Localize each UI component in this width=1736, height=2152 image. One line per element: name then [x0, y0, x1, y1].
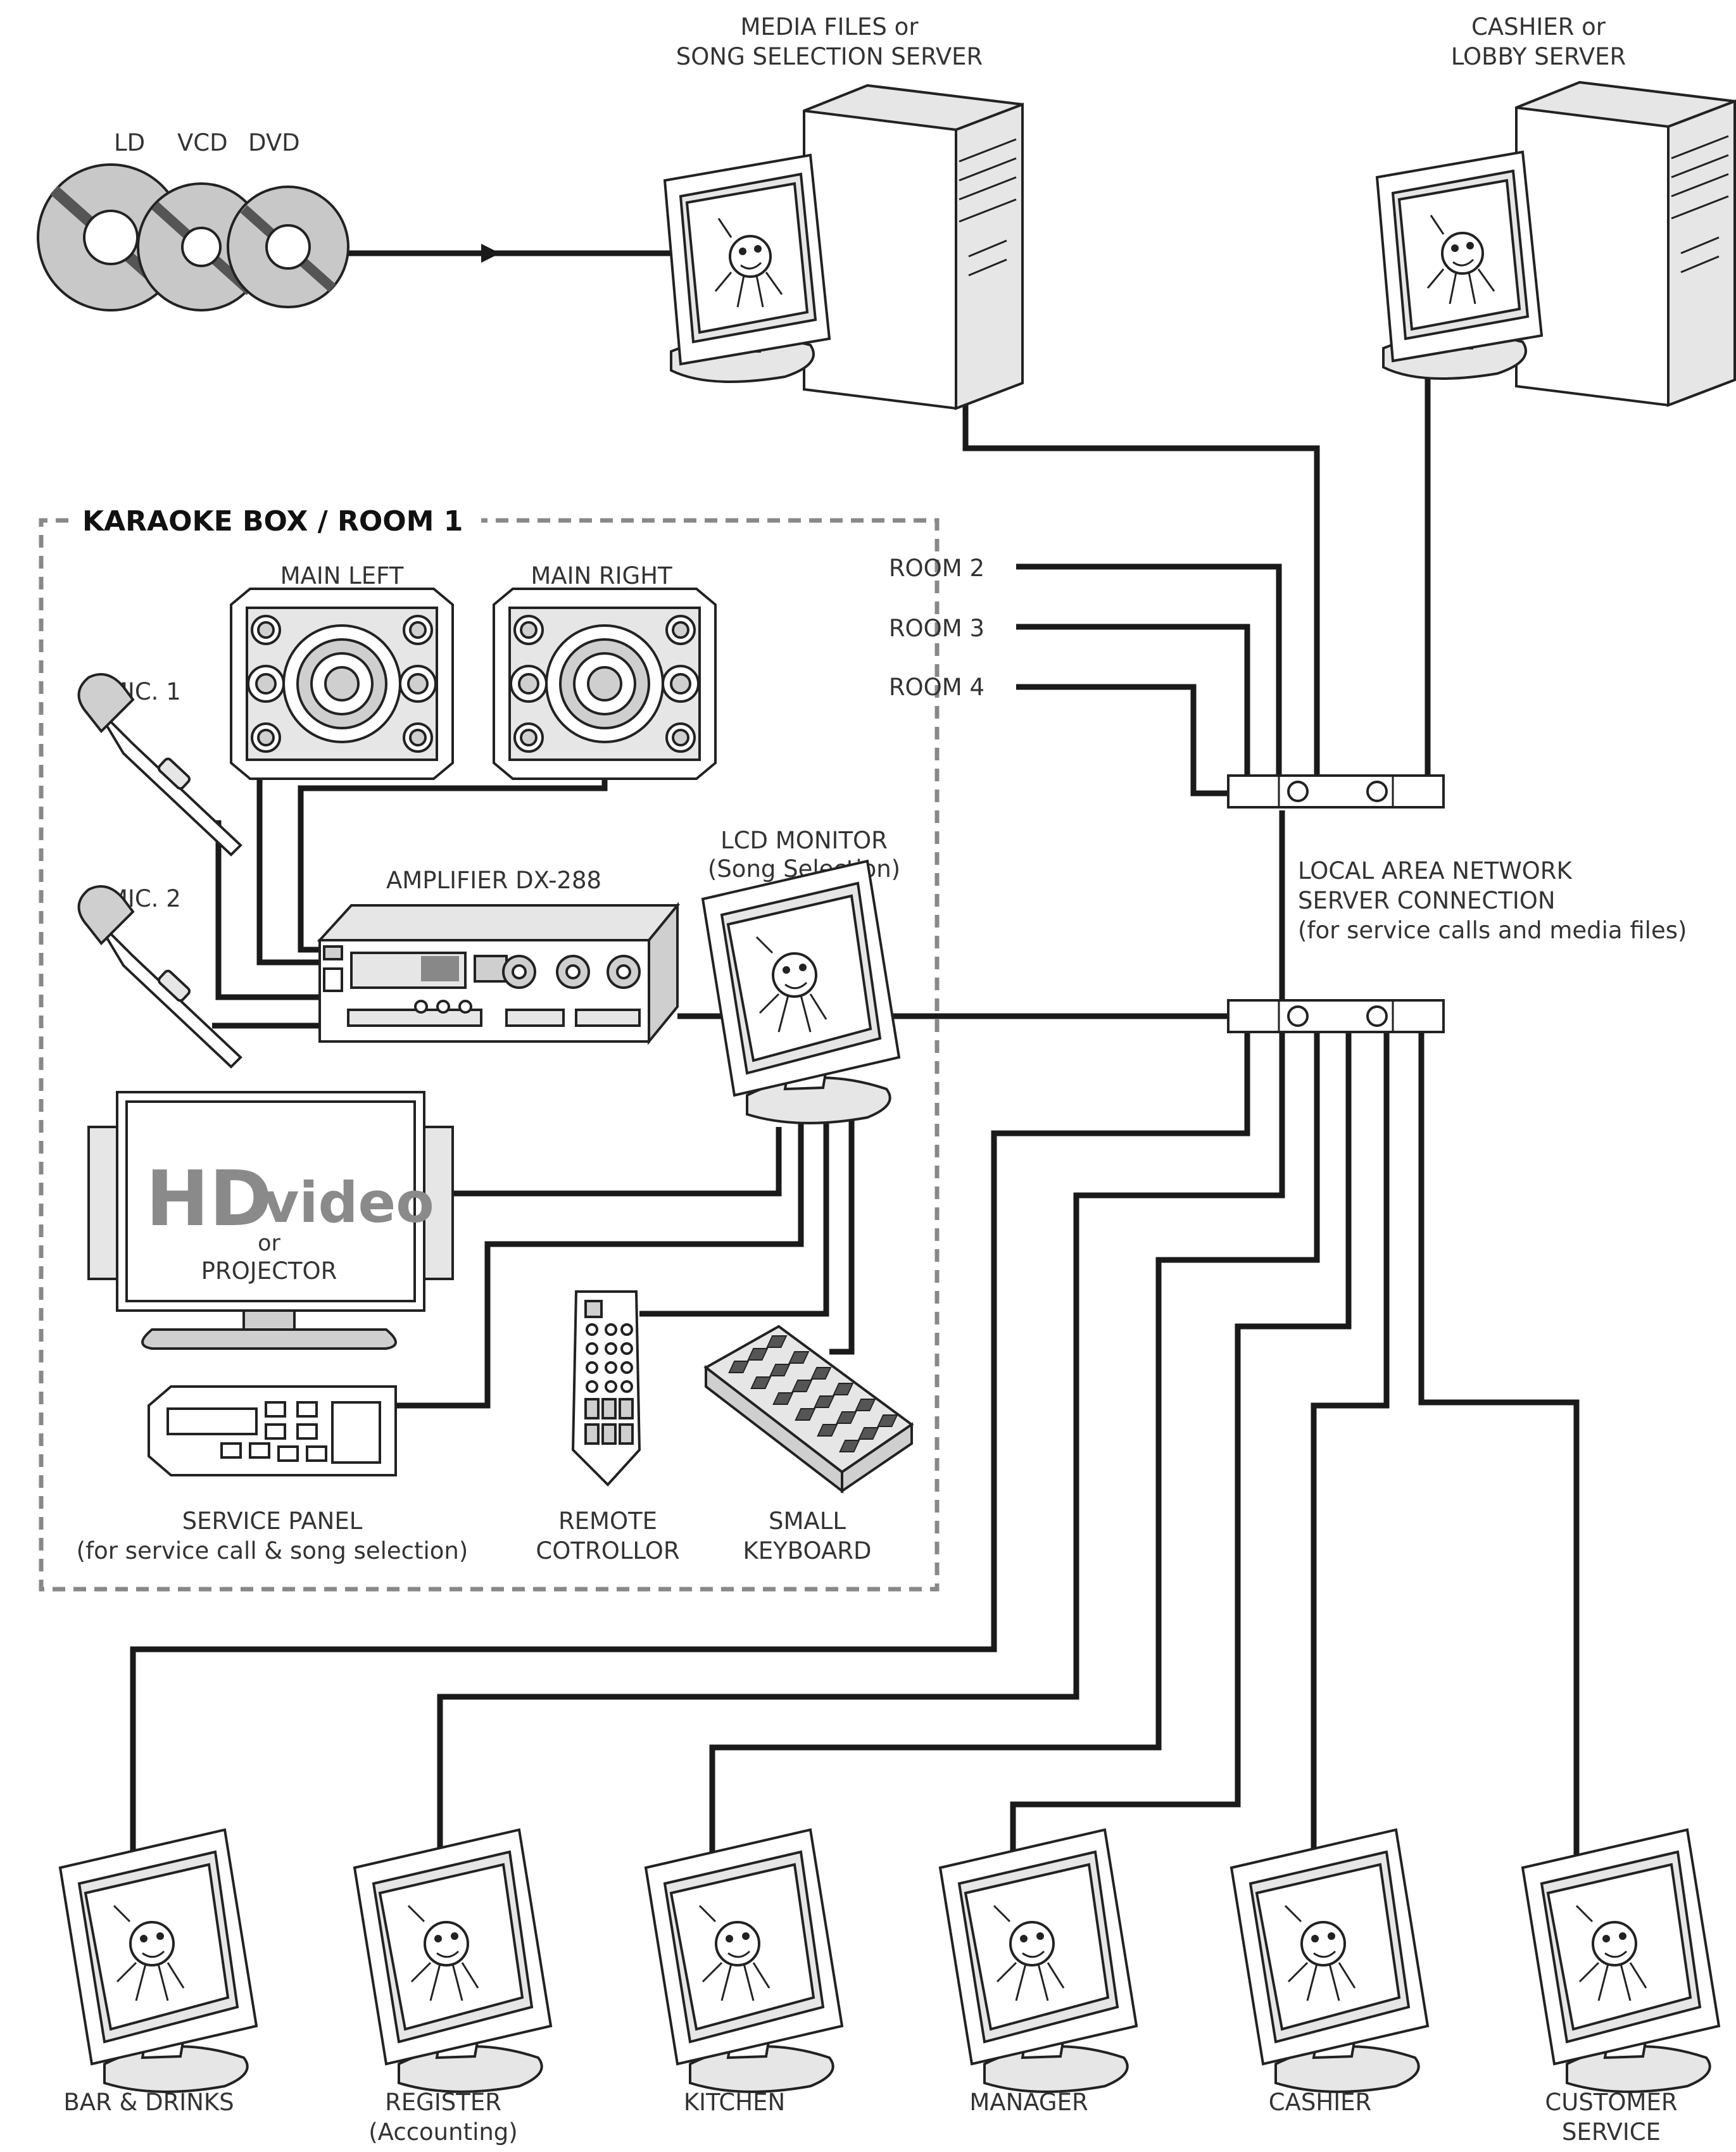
station-label: REGISTER [385, 2089, 501, 2116]
media-server-label-2: SONG SELECTION SERVER [676, 43, 983, 70]
lcd-monitor-icon [703, 861, 899, 1123]
room3-label: ROOM 3 [889, 615, 984, 642]
disc-ld-label: LD [114, 129, 145, 156]
wire-customer-service [1421, 1032, 1576, 1874]
remote-label-2: COTROLLOR [536, 1537, 679, 1564]
station-sublabel: SERVICE [1562, 2118, 1661, 2146]
disc-dvd-label: DVD [248, 129, 300, 156]
wire-room2 [1016, 567, 1279, 776]
wire-manager [1013, 1032, 1349, 1858]
disc-dvd-icon [228, 187, 348, 307]
station-label: BAR & DRINKS [63, 2089, 234, 2116]
station-manager: MANAGER [940, 1830, 1136, 2116]
room-box-title: KARAOKE BOX / ROOM 1 [82, 505, 463, 538]
cashier-server: CASHIER or LOBBY SERVER [1377, 13, 1735, 405]
lcd-monitor-label-1: LCD MONITOR [720, 827, 888, 854]
cashier-server-computer-icon [1377, 82, 1735, 405]
cashier-server-label-1: CASHIER or [1471, 13, 1606, 41]
wire-keyboard [829, 1102, 852, 1352]
room2-label: ROOM 2 [889, 555, 984, 582]
station-customer-service: CUSTOMER SERVICE [1523, 1830, 1719, 2146]
station-label: CASHIER [1269, 2089, 1371, 2116]
wire-main-left [260, 753, 323, 962]
register-monitor-icon [355, 1830, 551, 2092]
network-switch-upper-icon [1228, 776, 1444, 807]
arrowhead [481, 244, 500, 263]
station-label: CUSTOMER [1545, 2089, 1677, 2116]
main-right-label: MAIN RIGHT [531, 562, 672, 589]
kitchen-monitor-icon [646, 1830, 842, 2092]
lan-label-2: SERVER CONNECTION [1298, 887, 1556, 914]
cashier-monitor-icon [1231, 1830, 1428, 2092]
station-label: KITCHEN [684, 2089, 785, 2116]
cashier-server-label-2: LOBBY SERVER [1451, 43, 1626, 70]
wire-hd-video [453, 1127, 779, 1193]
wire-room3 [1016, 627, 1247, 776]
station-bar: BAR & DRINKS [60, 1830, 256, 2116]
amplifier-label: AMPLIFIER DX-288 [386, 867, 601, 894]
manager-monitor-icon [940, 1830, 1136, 2092]
media-server-label-1: MEDIA FILES or [740, 13, 919, 41]
main-left-label: MAIN LEFT [280, 562, 404, 589]
network-switch-lower-icon [1228, 1000, 1444, 1032]
station-sublabel: (Accounting) [368, 2118, 517, 2146]
hd-video-display: HD video or PROJECTOR [89, 1092, 453, 1349]
service-panel-icon [149, 1387, 396, 1475]
amplifier-icon [320, 905, 677, 1041]
projector-label: PROJECTOR [201, 1257, 337, 1285]
room4-label: ROOM 4 [889, 674, 984, 701]
service-panel-label-1: SERVICE PANEL [182, 1507, 363, 1535]
keyboard-label-1: SMALL [769, 1507, 846, 1535]
bar-monitor-icon [60, 1830, 256, 2092]
hd-video-text: video [263, 1170, 434, 1235]
media-server: MEDIA FILES or SONG SELECTION SERVER [665, 13, 1022, 408]
station-label: MANAGER [969, 2089, 1088, 2116]
service-panel-label-2: (for service call & song selection) [77, 1537, 469, 1564]
hd-or-text: or [258, 1231, 280, 1256]
disc-vcd-label: VCD [177, 129, 228, 156]
main-right-speaker-icon [494, 589, 715, 779]
remote-label-1: REMOTE [558, 1507, 657, 1535]
media-server-computer-icon [665, 85, 1022, 408]
station-register: REGISTER (Accounting) [355, 1830, 551, 2146]
station-cashier: CASHIER [1231, 1830, 1428, 2116]
karaoke-room-box: KARAOKE BOX / ROOM 1 MAIN LEFT MAIN RIGH… [41, 505, 937, 1589]
lan-label-3: (for service calls and media files) [1298, 917, 1687, 944]
main-left-speaker-icon [231, 589, 453, 779]
remote-controller-icon [573, 1292, 639, 1485]
customer-service-monitor-icon [1523, 1830, 1719, 2092]
hd-logo-text: HD [146, 1155, 272, 1243]
wire-room4 [1016, 687, 1231, 793]
small-keyboard-icon [706, 1326, 912, 1491]
lan-label-1: LOCAL AREA NETWORK [1298, 857, 1573, 884]
disc-group: LD VCD DVD [38, 129, 348, 310]
station-kitchen: KITCHEN [646, 1830, 842, 2116]
keyboard-label-2: KEYBOARD [743, 1537, 872, 1564]
